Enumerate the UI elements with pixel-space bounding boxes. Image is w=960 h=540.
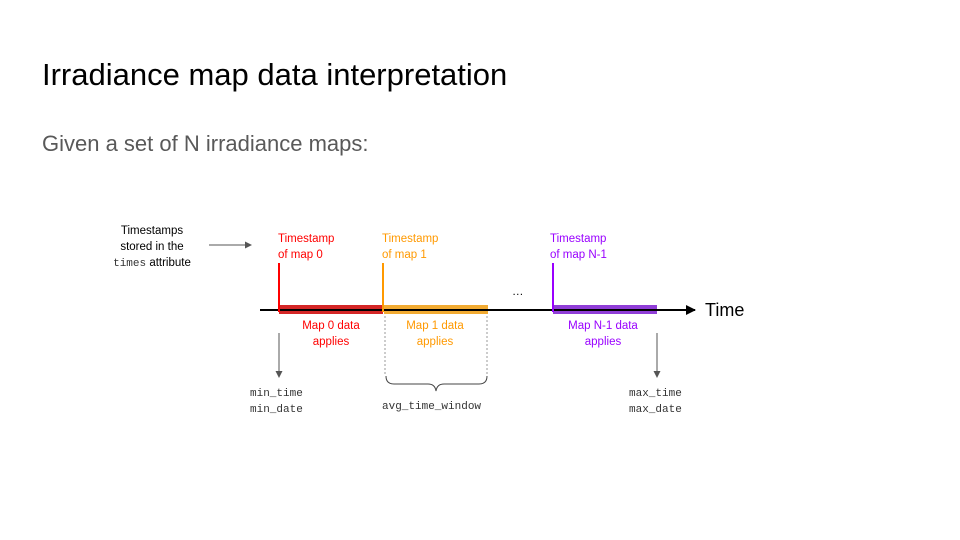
map-0-data-label: Map 0 data applies — [302, 320, 360, 348]
map-n-1-data-label: Map N-1 data applies — [568, 320, 638, 348]
avg-time-window-label: avg_time_window — [382, 401, 482, 413]
map-1-data-label: Map 1 data applies — [406, 320, 464, 348]
timestamps-note-line1: Timestamps — [120, 225, 184, 237]
timestamps-note-line3: times attribute — [113, 257, 191, 270]
times-attribute-code: times — [113, 258, 147, 270]
window-brace — [385, 375, 488, 392]
timestamps-note-line2: stored in the — [120, 241, 184, 253]
map-n-1-timestamp-label: Timestamp of map N-1 — [550, 233, 607, 261]
slide-title: Irradiance map data interpretation — [42, 57, 508, 92]
slide-subtitle: Given a set of N irradiance maps: — [42, 131, 369, 156]
map-0-timestamp-label: Timestamp of map 0 — [278, 233, 335, 261]
min-labels: min_time min_date — [250, 388, 303, 416]
timestamps-note: Timestamps stored in the times attribute — [100, 223, 204, 272]
time-axis-label: Time — [705, 300, 745, 320]
ellipsis: … — [512, 286, 524, 298]
max-labels: max_time max_date — [629, 388, 682, 416]
map-1-timestamp-label: Timestamp of map 1 — [382, 233, 439, 261]
